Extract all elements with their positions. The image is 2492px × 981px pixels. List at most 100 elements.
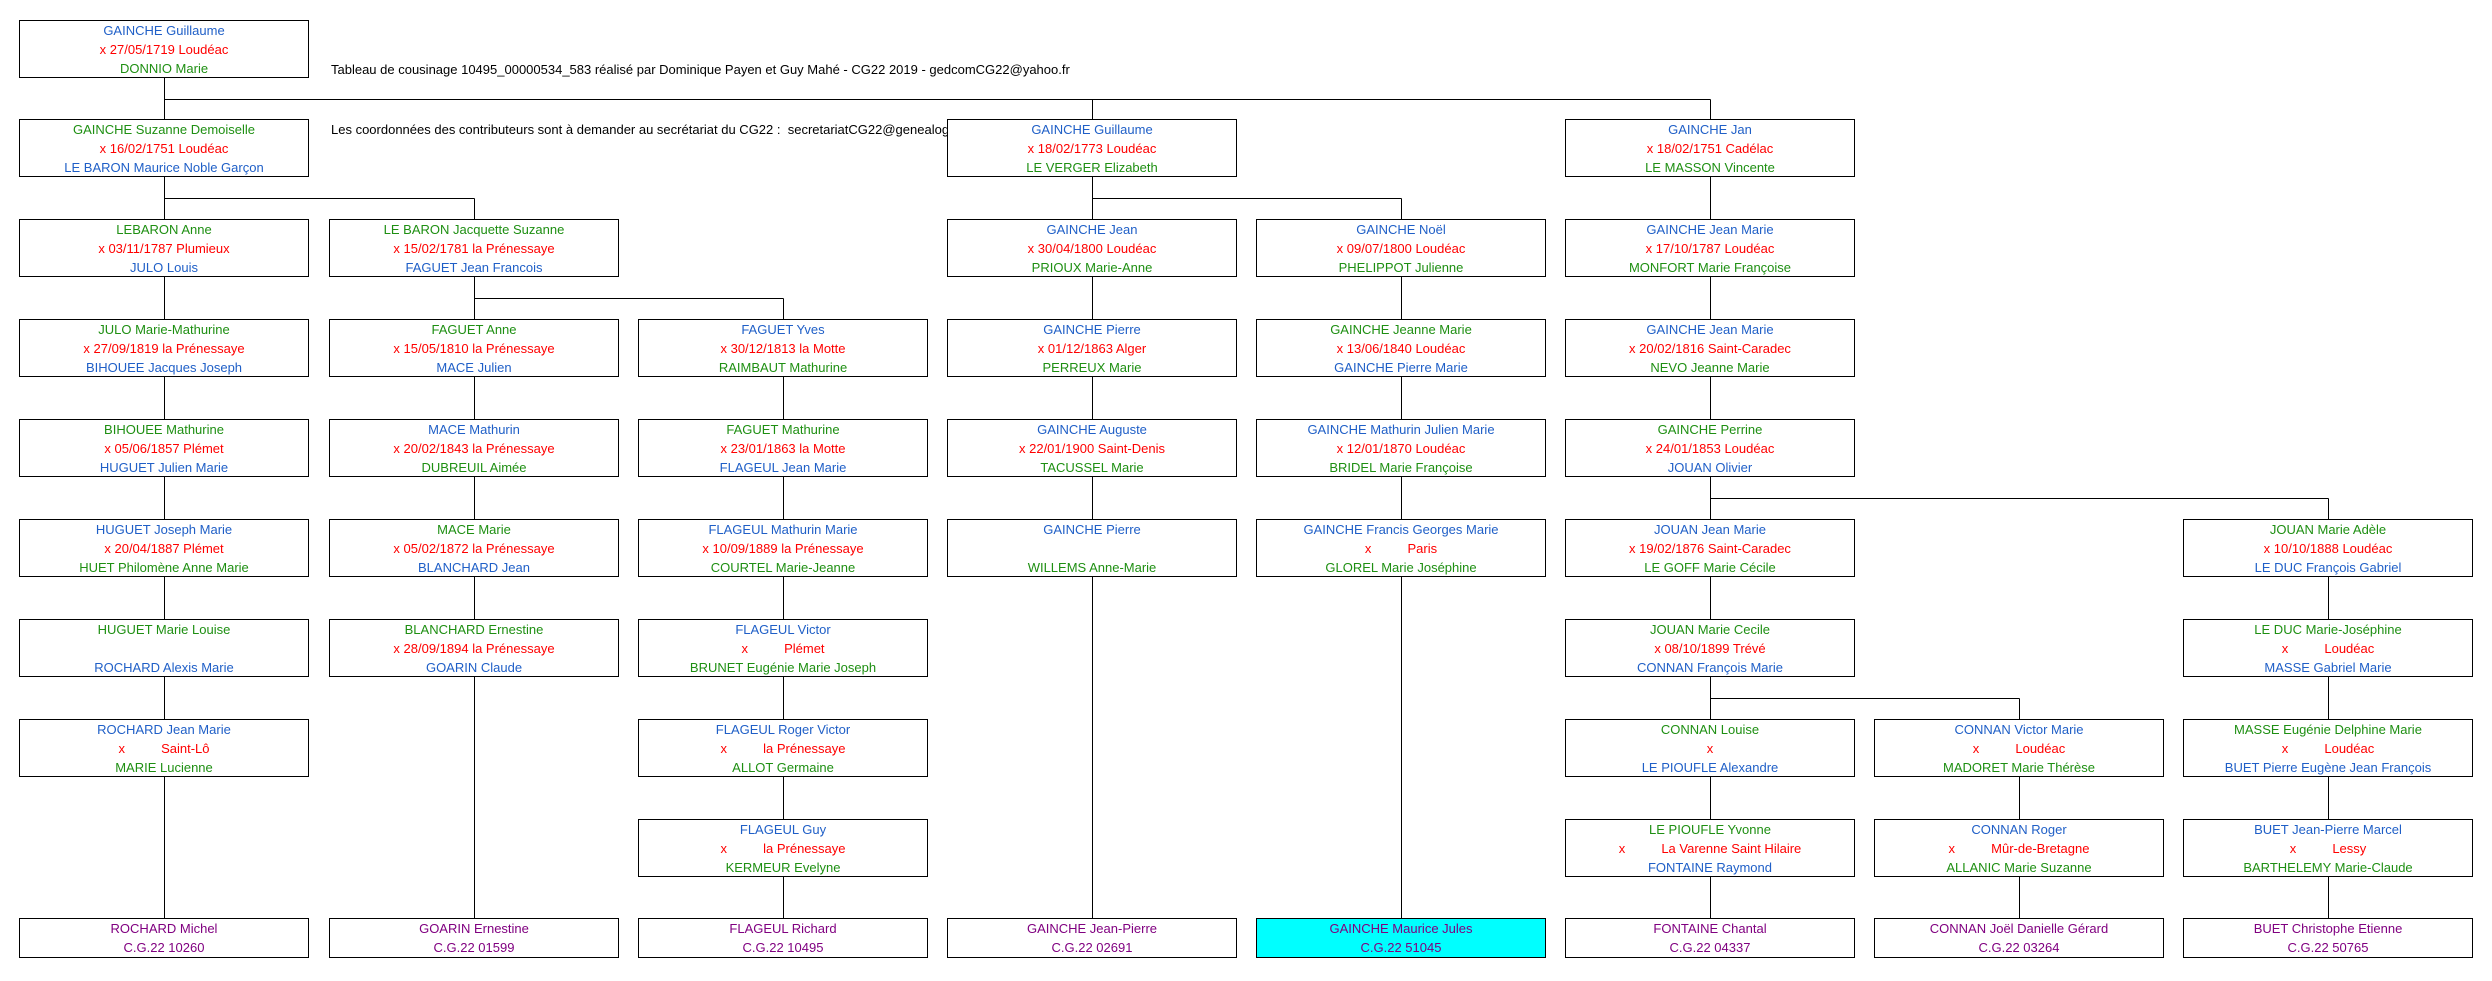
person-name: GAINCHE Perrine bbox=[1657, 422, 1763, 437]
marriage-info: x Loudéac bbox=[2281, 641, 2375, 656]
marriage-info: x bbox=[1706, 741, 1714, 756]
person-name: ROCHARD Michel bbox=[110, 921, 218, 936]
spouse-name: BRIDEL Marie Françoise bbox=[1329, 460, 1473, 475]
spouse-name: ROCHARD Alexis Marie bbox=[94, 660, 234, 675]
person-name: GAINCHE Noël bbox=[1356, 222, 1446, 237]
spouse-name: LE VERGER Elizabeth bbox=[1026, 160, 1158, 175]
spouse-name: GOARIN Claude bbox=[425, 660, 523, 675]
marriage-info: x 20/02/1816 Saint-Caradec bbox=[1629, 341, 1791, 356]
marriage-info bbox=[20, 639, 308, 658]
marriage-info: x Mûr-de-Bretagne bbox=[1948, 841, 2090, 856]
spouse-name: LE DUC François Gabriel bbox=[2254, 560, 2402, 575]
person-name: GAINCHE Francis Georges Marie bbox=[1303, 522, 1499, 537]
marriage-info: x 28/09/1894 la Prénessaye bbox=[393, 641, 555, 656]
person-name: LE PIOUFLE Yvonne bbox=[1649, 822, 1771, 837]
spouse-name: MONFORT Marie Françoise bbox=[1628, 260, 1792, 275]
spouse-name: GAINCHE Pierre Marie bbox=[1334, 360, 1468, 375]
marriage-info: x 30/12/1813 la Motte bbox=[720, 341, 846, 356]
person-name: CONNAN Joël Danielle Gérard bbox=[1929, 921, 2109, 936]
member-id: C.G.22 10495 bbox=[742, 940, 824, 955]
marriage-info: x 22/01/1900 Saint-Denis bbox=[1019, 441, 1165, 456]
marriage-info bbox=[948, 539, 1236, 558]
marriage-info: x 27/05/1719 Loudéac bbox=[99, 42, 229, 57]
member-id: C.G.22 10260 bbox=[123, 940, 205, 955]
spouse-name: ALLOT Germaine bbox=[732, 760, 834, 775]
person-name: LE DUC Marie-Joséphine bbox=[2254, 622, 2402, 637]
spouse-name: LE PIOUFLE Alexandre bbox=[1641, 760, 1779, 775]
person-name: HUGUET Joseph Marie bbox=[95, 522, 233, 537]
marriage-info: x 30/04/1800 Loudéac bbox=[1027, 241, 1157, 256]
spouse-name: MADORET Marie Thérèse bbox=[1943, 760, 2095, 775]
person-name: GAINCHE Jean bbox=[1046, 222, 1138, 237]
person-name: GAINCHE Jeanne Marie bbox=[1330, 322, 1472, 337]
person-name: FONTAINE Chantal bbox=[1653, 921, 1767, 936]
spouse-name: CONNAN François Marie bbox=[1637, 660, 1783, 675]
person-name: JULO Marie-Mathurine bbox=[98, 322, 230, 337]
marriage-info: x 23/01/1863 la Motte bbox=[720, 441, 846, 456]
spouse-name: MASSE Gabriel Marie bbox=[2264, 660, 2392, 675]
spouse-name: WILLEMS Anne-Marie bbox=[1027, 560, 1157, 575]
header-line-2: Les coordonnées des contributeurs sont à… bbox=[331, 122, 999, 137]
header: Tableau de cousinage 10495_00000534_583 … bbox=[331, 20, 1070, 160]
spouse-name: TACUSSEL Marie bbox=[1040, 460, 1144, 475]
person-name: GAINCHE Jean Marie bbox=[1646, 222, 1774, 237]
spouse-name: FAGUET Jean Francois bbox=[405, 260, 543, 275]
marriage-info: x 15/05/1810 la Prénessaye bbox=[393, 341, 555, 356]
marriage-info: x 20/02/1843 la Prénessaye bbox=[393, 441, 555, 456]
person-name: HUGUET Marie Louise bbox=[97, 622, 231, 637]
spouse-name: ALLANIC Marie Suzanne bbox=[1946, 860, 2092, 875]
spouse-name: FLAGEUL Jean Marie bbox=[719, 460, 847, 475]
marriage-info: x 08/10/1899 Trévé bbox=[1654, 641, 1766, 656]
person-name: FLAGEUL Victor bbox=[735, 622, 831, 637]
person-name: GAINCHE Suzanne Demoiselle bbox=[72, 122, 256, 137]
spouse-name: COURTEL Marie-Jeanne bbox=[710, 560, 856, 575]
spouse-name: BRUNET Eugénie Marie Joseph bbox=[689, 660, 877, 675]
marriage-info: x Lessy bbox=[2289, 841, 2367, 856]
spouse-name: GLOREL Marie Joséphine bbox=[1325, 560, 1477, 575]
marriage-info: x 20/04/1887 Plémet bbox=[104, 541, 224, 556]
person-box-r8c5: LE PIOUFLE Yvonne x La Varenne Saint Hila… bbox=[1565, 819, 1855, 877]
spouse-name: MACE Julien bbox=[436, 360, 512, 375]
spouse-name: JULO Louis bbox=[130, 260, 198, 275]
spouse-name: NEVO Jeanne Marie bbox=[1650, 360, 1770, 375]
spouse-name: HUGUET Julien Marie bbox=[99, 460, 229, 475]
marriage-info: x 09/07/1800 Loudéac bbox=[1336, 241, 1466, 256]
marriage-info: x La Varenne Saint Hilaire bbox=[1618, 841, 1802, 856]
person-name: CONNAN Roger bbox=[1971, 822, 2067, 837]
person-name: CONNAN Victor Marie bbox=[1954, 722, 2084, 737]
marriage-info: x 18/02/1773 Loudéac bbox=[1027, 141, 1157, 156]
spouse-name: LE MASSON Vincente bbox=[1645, 160, 1775, 175]
person-name: GAINCHE Auguste bbox=[1037, 422, 1147, 437]
member-id: C.G.22 50765 bbox=[2287, 940, 2369, 955]
person-name: MACE Mathurin bbox=[428, 422, 520, 437]
marriage-info: x Loudéac bbox=[1972, 741, 2066, 756]
spouse-name: PRIOUX Marie-Anne bbox=[1031, 260, 1153, 275]
spouse-name: BLANCHARD Jean bbox=[418, 560, 530, 575]
person-name: GAINCHE Maurice Jules bbox=[1329, 921, 1473, 936]
marriage-info: x 12/01/1870 Loudéac bbox=[1336, 441, 1466, 456]
